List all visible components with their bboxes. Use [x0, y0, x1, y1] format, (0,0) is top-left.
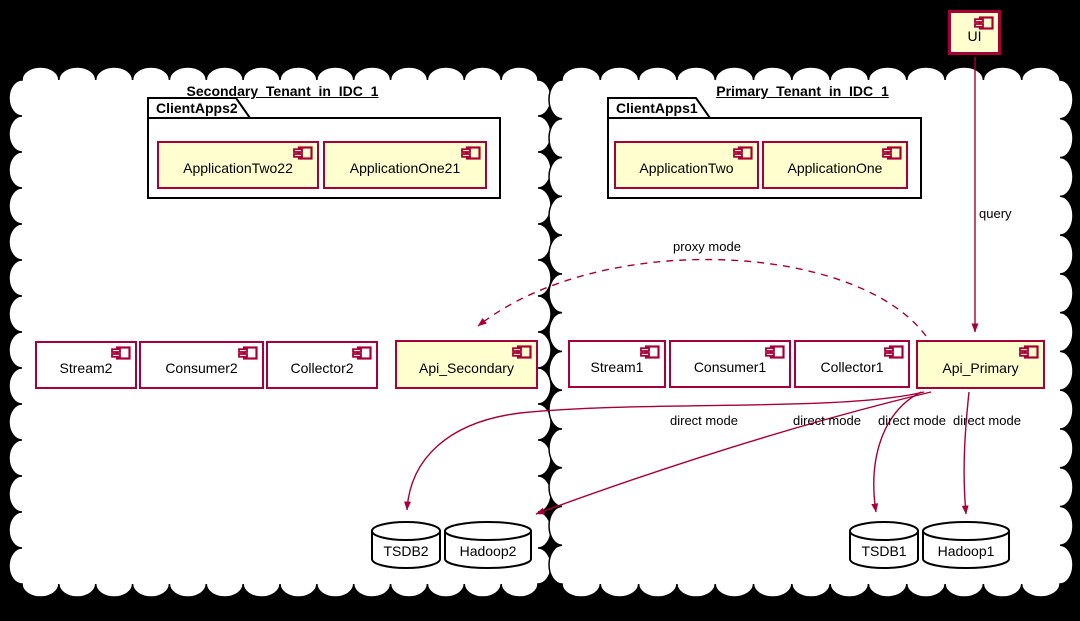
node-api-primary: Api_Primary	[916, 340, 1045, 389]
node-label: Collector2	[290, 360, 354, 376]
component-icon	[238, 346, 258, 360]
node-collector2: Collector2	[266, 341, 378, 389]
node-consumer2: Consumer2	[139, 341, 264, 389]
component-icon	[765, 345, 785, 359]
node-collector1: Collector1	[794, 340, 910, 388]
component-icon	[461, 146, 481, 160]
node-consumer1: Consumer1	[669, 340, 791, 388]
node-applicationone: ApplicationOne	[762, 141, 908, 189]
edge-direct-tsdb1	[871, 391, 922, 513]
component-icon	[640, 345, 660, 359]
node-label: UI	[967, 27, 982, 44]
package-tab	[147, 97, 252, 119]
node-applicationtwo: ApplicationTwo	[614, 141, 759, 189]
node-label: Consumer1	[693, 359, 767, 375]
node-label: Stream2	[59, 360, 113, 376]
database-label-tsdb1: TSDB1	[861, 543, 907, 559]
database-hadoop1	[922, 521, 1010, 569]
edge-label-direct-mode-tsdb1: direct mode	[878, 413, 946, 428]
edge-label-direct-mode-hadoop2: direct mode	[793, 413, 861, 428]
database-label-hadoop2: Hadoop2	[459, 543, 517, 559]
database-tsdb2	[371, 521, 441, 569]
edge-direct-tsdb2	[404, 391, 925, 511]
component-icon	[884, 345, 904, 359]
node-label: Stream1	[590, 359, 644, 375]
cloud-secondary-tenant	[8, 66, 552, 598]
database-hadoop2	[444, 521, 532, 569]
node-label: Api_Secondary	[419, 359, 514, 376]
package-label-clientapps1: ClientApps1	[616, 100, 698, 116]
node-label: Api_Primary	[942, 359, 1019, 376]
cloud-title-secondary-tenant: Secondary_Tenant_in_IDC_1	[186, 83, 379, 99]
node-label: ApplicationOne	[787, 160, 883, 176]
node-stream1: Stream1	[568, 340, 666, 388]
edge-direct-hadoop2	[535, 391, 932, 515]
database-tsdb1	[849, 521, 919, 569]
package-tab	[607, 97, 712, 119]
node-applicationone21: ApplicationOne21	[323, 141, 487, 189]
node-label: ApplicationTwo22	[183, 160, 293, 176]
database-label-tsdb2: TSDB2	[383, 543, 429, 559]
edge-direct-hadoop1	[961, 391, 970, 515]
edge-proxy-mode	[477, 258, 927, 337]
edge-label-query: query	[979, 206, 1012, 221]
edge-label-proxy-mode: proxy mode	[673, 239, 741, 254]
database-label-hadoop1: Hadoop1	[937, 543, 995, 559]
node-stream2: Stream2	[35, 341, 137, 389]
component-icon	[882, 146, 902, 160]
node-label: Consumer2	[165, 360, 238, 376]
component-icon	[111, 346, 131, 360]
component-icon	[352, 346, 372, 360]
edge-label-direct-mode-tsdb2: direct mode	[670, 413, 738, 428]
node-label: ApplicationTwo	[639, 160, 734, 176]
node-label: Collector1	[820, 359, 884, 375]
edge-label-direct-mode-hadoop1: direct mode	[953, 413, 1021, 428]
node-applicationtwo22: ApplicationTwo22	[157, 141, 319, 189]
node-ui: UI	[948, 10, 1001, 55]
node-label: ApplicationOne21	[349, 160, 461, 176]
component-icon	[1019, 345, 1039, 359]
node-api-secondary: Api_Secondary	[395, 340, 538, 389]
component-icon	[512, 345, 532, 359]
component-icon	[293, 146, 313, 160]
cloud-title-primary-tenant: Primary_Tenant_in_IDC_1	[716, 83, 889, 99]
component-icon	[733, 146, 753, 160]
component-icon	[974, 16, 994, 30]
package-label-clientapps2: ClientApps2	[156, 100, 238, 116]
